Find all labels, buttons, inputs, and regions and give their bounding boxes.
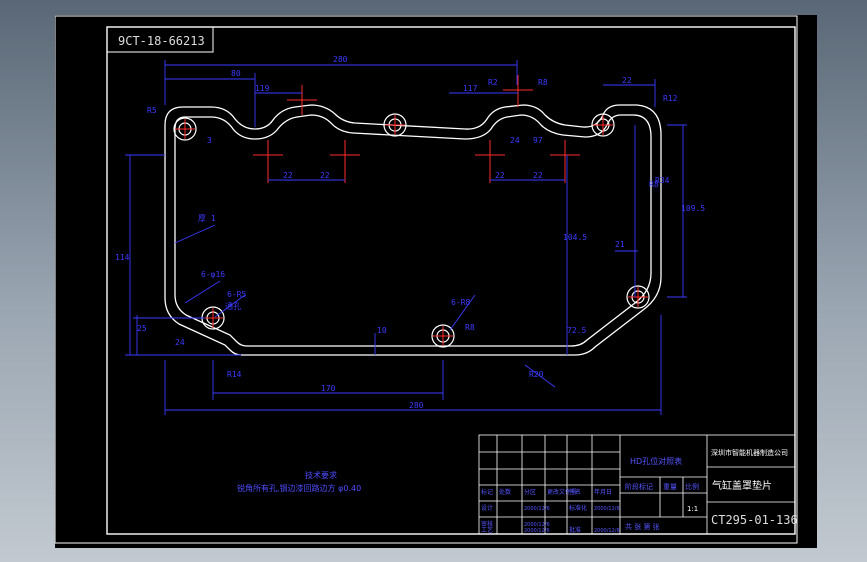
dim-114: 114 [115, 253, 130, 262]
row-2-c: 2000/12/6 [524, 506, 550, 512]
dim-280: 280 [409, 401, 424, 410]
row-4-d: 批准 [569, 526, 581, 534]
dim-r8-right: R8 [649, 180, 659, 189]
dim-r8: R8 [538, 78, 548, 87]
dim-r14: R14 [227, 370, 242, 379]
row-1-c: 分区 [524, 488, 536, 496]
cad-drawing-canvas[interactable]: 9CT-18-66213 [55, 15, 817, 548]
dim-overall-top: 280 [333, 55, 348, 64]
drawing-number: 9CT-18-66213 [118, 34, 205, 48]
part-name: 气缸盖罩垫片 [712, 479, 772, 492]
row-1-d: 更改文件号 [547, 488, 577, 496]
dim-r2: R2 [488, 78, 498, 87]
title-block [478, 434, 796, 535]
dim-6-phi16: 6-φ16 [201, 270, 225, 279]
row-2-d: 标准化 [569, 504, 587, 512]
cad-viewport[interactable]: 9CT-18-66213 [55, 15, 817, 548]
dim-right-22: 22 [622, 76, 632, 85]
title-subtitle: HD孔位对照表 [630, 456, 682, 466]
dim-21: 21 [615, 240, 625, 249]
dim-thru-hole: 通孔 [225, 301, 241, 311]
dim-6-r5: 6-R5 [227, 290, 246, 299]
dim-22-d: 22 [533, 171, 543, 180]
inner-frame [106, 26, 796, 535]
company-name: 深圳市智能机器制造公司 [711, 448, 788, 457]
tech-req-text: 锐角所有孔,钢边漆回路边方 φ0.40 [237, 483, 361, 493]
dim-24-bottom: 24 [175, 338, 185, 347]
row-1-a: 标记 [481, 488, 493, 496]
dim-r8-b: R8 [465, 323, 475, 332]
dimension-lines [125, 60, 687, 415]
drawing-number-box [106, 26, 214, 53]
dim-72-5: 72.5 [567, 326, 586, 335]
label-sheet: 共 张 第 张 [625, 522, 660, 531]
row-2-a: 设计 [481, 504, 493, 512]
label-stage: 阶段标记 [625, 482, 653, 491]
dim-109-5: 109.5 [681, 204, 705, 213]
scale-value: 1:1 [687, 505, 698, 513]
gasket-outline [164, 104, 662, 356]
dim-10: 10 [377, 326, 387, 335]
dim-top-left-r5: R5 [147, 106, 157, 115]
row-4-a: 工艺 [481, 526, 493, 534]
dim-r34: R34 [655, 176, 670, 185]
label-weight: 重量 [663, 483, 677, 491]
outer-frame [55, 15, 798, 544]
row-3-c: 2000/12/6 [524, 522, 550, 528]
dim-97: 97 [533, 136, 543, 145]
dim-r20: R20 [529, 370, 544, 379]
dim-left-top: 80 [231, 69, 241, 78]
title-block-text: 深圳市智能机器制造公司 HD孔位对照表 气缸盖罩垫片 CT295-01-136 … [481, 448, 798, 534]
dimension-labels: 280 80 119 117 R2 R8 22 R5 R12 3 22 22 2… [115, 55, 705, 410]
row-1-e: 签名 [569, 488, 581, 496]
dim-22-a: 22 [283, 171, 293, 180]
dim-top-right-r12: R12 [663, 94, 678, 103]
dim-117: 117 [463, 84, 478, 93]
row-2-f: 2000/12/6 [594, 506, 620, 512]
dim-left-side-3: 3 [207, 136, 212, 145]
dim-24: 24 [510, 136, 520, 145]
row-1-f: 年月日 [594, 488, 612, 496]
row-4-f: 2000/12/6 [594, 528, 620, 534]
tech-req-title: 技术要求 [305, 470, 337, 480]
row-1-b: 处数 [499, 488, 511, 496]
dim-170: 170 [321, 384, 336, 393]
drawing-code: CT295-01-136 [711, 513, 798, 527]
dim-6-r8: 6-R8 [451, 298, 470, 307]
dim-thickness: 厚 1 [198, 214, 216, 223]
label-ratio: 比例 [685, 482, 699, 491]
row-4-c: 2000/12/6 [524, 528, 550, 534]
dim-25: 25 [137, 324, 147, 333]
dim-119: 119 [255, 84, 270, 93]
center-marks [175, 75, 648, 346]
dim-22-c: 22 [495, 171, 505, 180]
dim-22-b: 22 [320, 171, 330, 180]
dim-104-5: 104.5 [563, 233, 587, 242]
row-3-a: 审核 [481, 520, 493, 528]
bolt-holes [173, 113, 650, 348]
